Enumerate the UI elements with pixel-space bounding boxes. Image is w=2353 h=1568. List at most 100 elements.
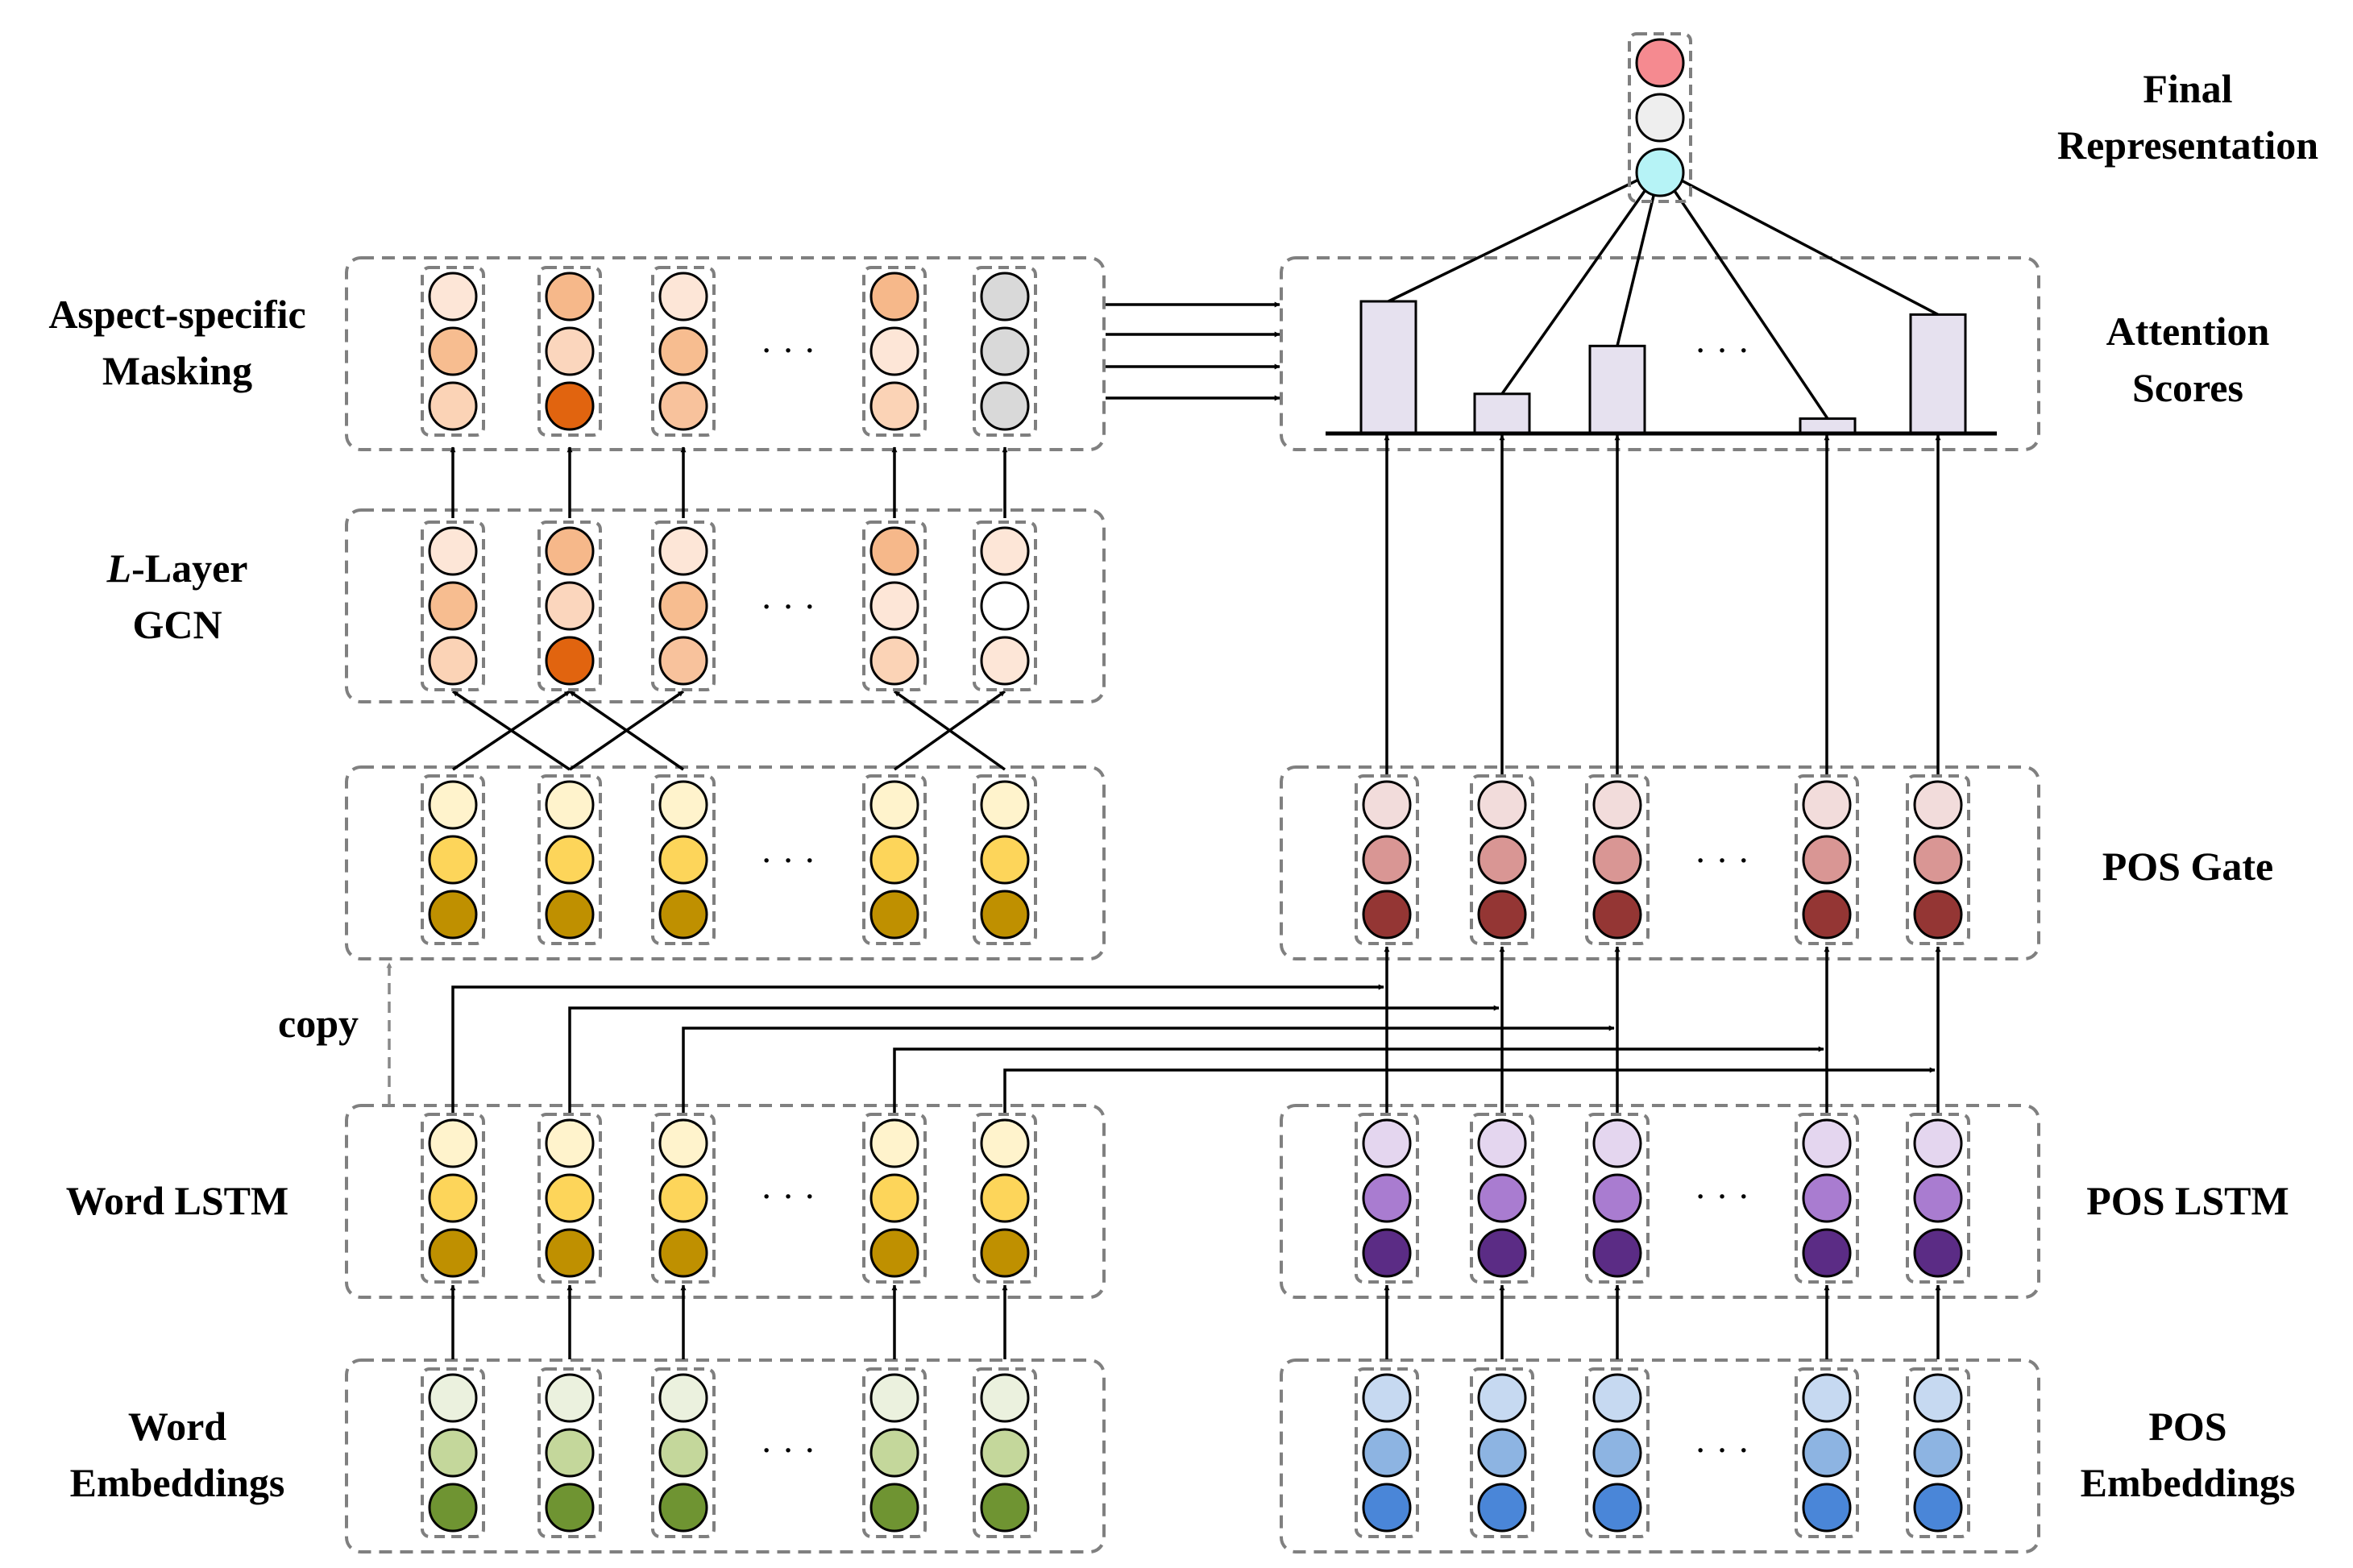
attn-to-final-arrow-5 [1659, 168, 1939, 316]
word-emb-col-1-frame [421, 1367, 485, 1538]
pos-emb-col-3 [1585, 1367, 1650, 1538]
word-hidden-col-2 [537, 774, 602, 945]
masking-col-1-frame [421, 266, 485, 437]
pos-lstm-col-1-unit-2 [1362, 1173, 1412, 1223]
gcn-col-3-unit-1 [658, 526, 708, 576]
pos-gate-col-2-unit-1 [1477, 780, 1527, 830]
ellipsis-word-lstm: · · · [761, 1176, 816, 1217]
word-emb-box [345, 1359, 1106, 1553]
word-hidden-col-1-unit-3 [428, 890, 478, 940]
final-column-unit-1 [1635, 38, 1685, 88]
pos-gate-col-4-frame [1795, 774, 1859, 945]
gcn-col-1-unit-2 [428, 581, 478, 631]
gcn-col-3-unit-3 [658, 636, 708, 686]
attention-bars: · · ·· · ·· · ·· · ·· · ·· · ·· · ·· · ·… [761, 300, 1997, 1471]
masking-label-line1: Aspect-specific [48, 292, 306, 337]
pos-lstm-col-5-unit-2 [1913, 1173, 1963, 1223]
attention-box [1280, 256, 2040, 451]
masking-col-5-unit-1 [980, 272, 1030, 321]
word-embeddings-label: Word Embeddings [16, 1398, 338, 1511]
masking-col-5 [973, 266, 1037, 437]
masking-col-2 [537, 266, 602, 437]
masking-col-4-unit-1 [869, 272, 919, 321]
word-lstm-col-2-unit-3 [545, 1228, 595, 1278]
pos-emb-col-1-frame [1355, 1367, 1419, 1538]
masking-col-2-unit-2 [545, 326, 595, 376]
pos-lstm-col-4-unit-2 [1802, 1173, 1852, 1223]
pos-lstm-col-5-unit-3 [1913, 1228, 1963, 1278]
word-hidden-col-2-unit-3 [545, 890, 595, 940]
word-emb-col-4-unit-1 [869, 1373, 919, 1423]
pos-lstm-box [1280, 1104, 2040, 1299]
word-emb-col-5-unit-3 [980, 1483, 1030, 1533]
pos-gate-col-3 [1585, 774, 1650, 945]
word-lstm-col-3-frame [651, 1113, 716, 1284]
pos-gate-col-5-unit-1 [1913, 780, 1963, 830]
word-emb-col-5-unit-2 [980, 1428, 1030, 1478]
word-lstm-col-3 [651, 1113, 716, 1284]
pos-gate-col-1 [1355, 774, 1419, 945]
masking-col-3-unit-3 [658, 381, 708, 431]
word-lstm-col-1-frame [421, 1113, 485, 1284]
word-hidden-col-5 [973, 774, 1037, 945]
pos-gate-col-4-unit-2 [1802, 835, 1852, 885]
ellipsis-attention: · · · [1695, 330, 1750, 371]
word-hidden-col-5-unit-2 [980, 835, 1030, 885]
masking-col-3-frame [651, 266, 716, 437]
attn-to-final-arrow-1 [1388, 168, 1661, 303]
word-lstm-col-3-unit-2 [658, 1173, 708, 1223]
word-lstm-col-5 [973, 1113, 1037, 1284]
pos-emb-col-2-unit-1 [1477, 1373, 1527, 1423]
word-hidden-col-5-frame [973, 774, 1037, 945]
masking-col-3-unit-2 [658, 326, 708, 376]
final-label-line1: Final [2143, 66, 2233, 111]
word-hidden-col-4-unit-3 [869, 890, 919, 940]
word-hidden-col-3-unit-2 [658, 835, 708, 885]
pos-lstm-col-3-unit-1 [1592, 1118, 1642, 1168]
pos-emb-col-1-unit-3 [1362, 1483, 1412, 1533]
gcn-col-2 [537, 521, 602, 691]
gcn-col-1-frame [421, 521, 485, 691]
word-lstm-col-1-unit-3 [428, 1228, 478, 1278]
word-emb-col-2-unit-3 [545, 1483, 595, 1533]
word-lstm-col-4-unit-1 [869, 1118, 919, 1168]
pos-gate-col-3-unit-3 [1592, 890, 1642, 940]
gcn-col-3-frame [651, 521, 716, 691]
word-emb-col-2-unit-1 [545, 1373, 595, 1423]
pos-lstm-col-1-unit-1 [1362, 1118, 1412, 1168]
pos-lstm-col-2-unit-3 [1477, 1228, 1527, 1278]
pos-emb-col-5-frame [1906, 1367, 1970, 1538]
word-lstm-col-4-frame [862, 1113, 927, 1284]
pos-lstm-col-2 [1470, 1113, 1534, 1284]
pos-emb-box [1280, 1359, 2040, 1553]
word-hidden-col-3-frame [651, 774, 716, 945]
pos-lstm-col-4-frame [1795, 1113, 1859, 1284]
word-lstm-col-2 [537, 1113, 602, 1284]
ellipsis-word-hidden: · · · [761, 840, 816, 881]
word-emb-col-5 [973, 1367, 1037, 1538]
word-to-gate-arrow-2 [568, 1005, 1500, 1114]
gcn-col-4 [862, 521, 927, 691]
final-column [1628, 32, 1692, 203]
pos-emb-col-4-unit-1 [1802, 1373, 1852, 1423]
pos-lstm-col-5 [1906, 1113, 1970, 1284]
pos-emb-col-3-unit-3 [1592, 1483, 1642, 1533]
pos-emb-col-3-frame [1585, 1367, 1650, 1538]
pos-emb-col-1-unit-1 [1362, 1373, 1412, 1423]
ellipsis-word-emb: · · · [761, 1429, 816, 1471]
masking-col-5-frame [973, 266, 1037, 437]
gcn-col-3-unit-2 [658, 581, 708, 631]
pos-gate-col-5-frame [1906, 774, 1970, 945]
pos-emb-col-2-unit-2 [1477, 1428, 1527, 1478]
word-hidden-col-1-unit-1 [428, 780, 478, 830]
masking-col-5-unit-2 [980, 326, 1030, 376]
word-lstm-box [345, 1104, 1106, 1299]
pos-emb-col-5 [1906, 1367, 1970, 1538]
final-representation-label: Final Representation [2031, 60, 2345, 173]
word-lstm-col-1 [421, 1113, 485, 1284]
attn-to-final-arrow-3 [1616, 168, 1662, 346]
pos-emb-line1: POS [2148, 1404, 2227, 1449]
word-lstm-col-5-unit-2 [980, 1173, 1030, 1223]
word-emb-col-4-unit-2 [869, 1428, 919, 1478]
